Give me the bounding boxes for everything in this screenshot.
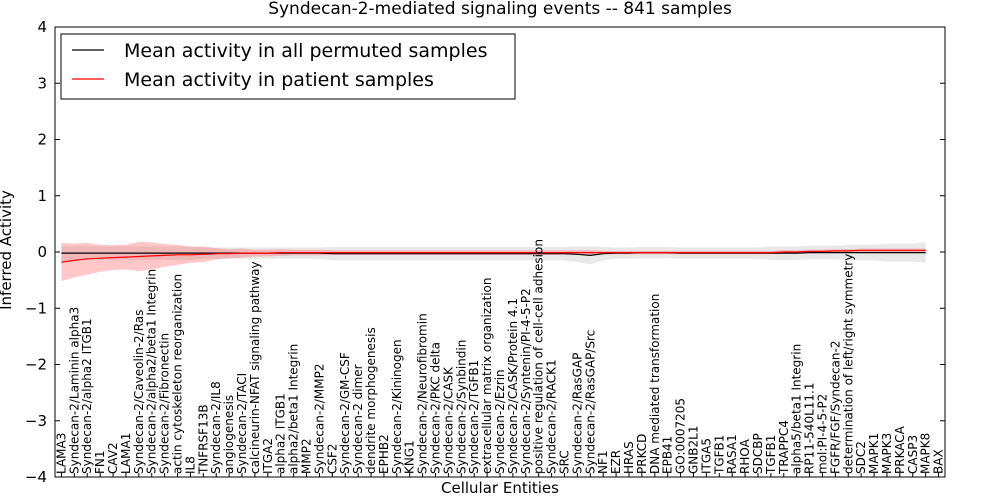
x-tick-label: BAX [932, 449, 946, 474]
x-tick-label: PRKACA [893, 425, 907, 474]
x-tick-label: Syndecan-2/alpha2/beta1 Integrin [145, 269, 159, 474]
y-axis-label: Inferred Activity [0, 190, 15, 310]
legend-label-1: Mean activity in patient samples [124, 69, 434, 91]
x-tick-label: alpha5/beta1 Integrin [790, 344, 804, 474]
x-tick-label: PRKCD [635, 434, 649, 474]
x-tick-label: Syndecan-2/alpha2 ITGB1 [80, 318, 94, 474]
y-tick-label: −4 [25, 468, 47, 486]
x-tick-label: Syndecan-2/Ezrin [493, 369, 507, 474]
y-axis: 4 3 2 1 0 −1 −2 −3 −4 [25, 18, 945, 486]
y-tick-label: 1 [37, 187, 47, 205]
x-tick-label: CASP3 [906, 435, 920, 474]
legend: Mean activity in all permuted samplesMea… [60, 33, 516, 100]
x-tick-label: NF1 [596, 450, 610, 474]
x-tick-label: Syndecan-2/Syntenin/PI-4-5-P2 [519, 288, 533, 474]
line-layer [61, 249, 926, 263]
x-tick-label: FN1 [93, 450, 107, 474]
x-tick-label: SDC2 [854, 441, 868, 474]
y-tick-label: −3 [25, 412, 47, 430]
y-tick-label: 2 [37, 131, 47, 149]
x-tick-label: LAMA3 [54, 433, 68, 474]
x-tick-label: Syndecan-2/GM-CSF [338, 352, 352, 474]
x-tick-label: Syndecan-2/PKC delta [429, 342, 443, 474]
x-tick-label: EPHB2 [377, 434, 391, 474]
x-tick-label: CSF2 [325, 443, 339, 474]
y-tick-label: 4 [37, 18, 47, 36]
x-tick-label: Syndecan-2/RasGAP/Src [583, 330, 597, 474]
x-tick-label: alpha2 ITGB1 [274, 393, 288, 474]
x-tick-label: TGFB1 [764, 435, 778, 475]
x-tick-label: RP11-540L11.1 [803, 383, 817, 474]
legend-label-0: Mean activity in all permuted samples [124, 40, 487, 62]
series-line-1 [61, 249, 926, 263]
x-tick-label: alpha2/beta1 Integrin [287, 344, 301, 474]
series-line-0 [61, 252, 926, 257]
y-tick-label: 0 [37, 243, 47, 261]
x-tick-label: FGFR/FGF/Syndecan-2 [828, 341, 842, 474]
x-tick-label: extracellular matrix organization [480, 278, 494, 475]
x-tick-label: MAPK1 [867, 433, 881, 474]
x-tick-label: Syndecan-2/Fibronectin [158, 333, 172, 474]
x-tick-label: Syndecan-2/IL8 [209, 381, 223, 474]
x-tick-label: KNG1 [403, 440, 417, 474]
x-tick-label: Syndecan-2 dimer [351, 364, 365, 474]
x-tick-label: Syndecan-2/Neurofibromin [416, 313, 430, 474]
x-tick-label: actin cytoskeleton reorganization [171, 274, 185, 474]
band-layer [61, 241, 926, 282]
x-tick-label: determination of left/right symmetry [841, 254, 855, 474]
x-tick-label: calcineurin-NFAT signaling pathway [248, 261, 262, 474]
x-tick-label: Syndecan-2/Synbindin [454, 340, 468, 474]
x-tick-label: mol:PI-4-5-P2 [815, 394, 829, 474]
x-tick-label: Syndecan-2/Laminin alpha3 [67, 307, 81, 474]
x-tick-label: CAV2 [106, 442, 120, 474]
x-tick-label: GNB2L1 [686, 426, 700, 474]
legend-box [60, 33, 516, 100]
x-tick-label: Syndecan-2/Caveolin-2/Ras [132, 310, 146, 474]
x-tick-label: EPB41 [661, 436, 675, 474]
x-tick-label: Syndecan-2/TGFB1 [467, 360, 481, 474]
y-tick-label: −1 [25, 299, 47, 317]
x-tick-label: LAMA1 [119, 433, 133, 474]
x-tick-label: ITGA5 [699, 438, 713, 474]
x-tick-label: HRAS [622, 441, 636, 474]
y-tick-label: −2 [25, 356, 47, 374]
x-tick-label: MMP2 [300, 438, 314, 474]
x-axis-label: Cellular Entities [441, 479, 559, 497]
x-tick-label: Syndecan-2/CASK/Protein 4.1 [506, 298, 520, 474]
x-tick-label: Syndecan-2/TACI [235, 373, 249, 474]
x-tick-label: Syndecan-2/Kininogen [390, 339, 404, 474]
x-tick-label: Syndecan-2/CASK [441, 366, 455, 474]
x-tick-label: EZR [609, 450, 623, 474]
x-tick-label: RHOA [738, 438, 752, 474]
x-tick-label: Syndecan-2/RasGAP [570, 353, 584, 474]
y-tick-label: 3 [37, 74, 47, 92]
x-tick-label: TGFB1 [712, 435, 726, 475]
chart-title: Syndecan-2-mediated signaling events -- … [268, 0, 732, 19]
series-band-1 [61, 241, 926, 282]
x-tick-label: SRC [557, 450, 571, 474]
x-tick-label: RASA1 [725, 434, 739, 474]
x-tick-label: Syndecan-2/MMP2 [312, 364, 326, 474]
x-tick-label: MAPK8 [919, 433, 933, 474]
x-tick-label: Syndecan-2/RACK1 [545, 359, 559, 474]
x-tick-label: SDCBP [751, 433, 765, 474]
x-tick-label: IL8 [183, 456, 197, 474]
x-tick-label: MAPK3 [880, 433, 894, 474]
x-tick-label: DNA mediated transformation [648, 294, 662, 474]
x-tick-label: angiogenesis [222, 395, 236, 474]
x-tick-label: TNFRSF13B [196, 404, 210, 475]
x-tick-label: ITGA2 [261, 438, 275, 474]
x-tick-label: dendrite morphogenesis [364, 327, 378, 474]
x-tick-label: TRAPPC4 [777, 420, 791, 475]
x-tick-label: positive regulation of cell-cell adhesio… [532, 239, 546, 474]
x-tick-label: GO:0007205 [674, 398, 688, 474]
